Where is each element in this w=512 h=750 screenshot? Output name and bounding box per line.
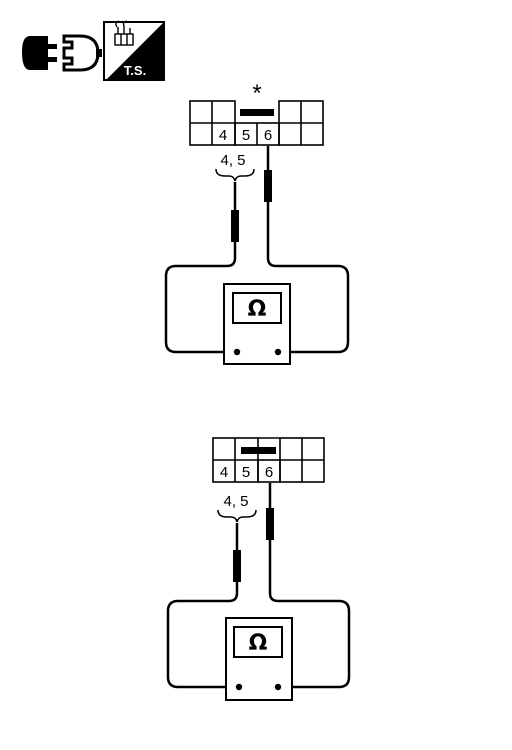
probe-tip — [264, 170, 272, 202]
test-lead — [164, 146, 350, 354]
meter-terminal — [233, 348, 241, 356]
meter-terminal — [274, 348, 282, 356]
ohmmeter: Ω — [223, 283, 291, 365]
terminal-label: 6 — [264, 127, 272, 144]
probe-tip — [231, 210, 239, 242]
ts-label: T.S. — [124, 63, 146, 78]
ohm-symbol: Ω — [248, 297, 267, 322]
ohm-symbol: Ω — [249, 631, 268, 656]
probe-group-label: 4, 5 — [223, 493, 248, 510]
measurement-diagram-2: 4 5 6 4, 5 Ω — [166, 437, 351, 701]
grouping-brace — [215, 168, 255, 182]
connector-lock-tab — [241, 447, 276, 454]
terminal-label: 5 — [242, 464, 250, 481]
measurement-diagram-1: * 4 5 6 4, 5 — [164, 80, 350, 365]
probe-tip — [266, 508, 274, 540]
harness-connector — [189, 100, 324, 146]
connector-disconnect-icon — [22, 34, 102, 72]
ohmmeter: Ω — [225, 617, 293, 701]
connector-lock-tab — [240, 109, 274, 116]
harness-connector-ts-icon: T.S. — [103, 20, 165, 81]
terminal-label: 4 — [219, 127, 227, 144]
test-lead — [166, 483, 351, 689]
probe-group-label: 4, 5 — [220, 152, 245, 169]
terminal-label: 4 — [220, 464, 228, 481]
grouping-brace — [217, 509, 257, 523]
terminal-label: 6 — [265, 464, 273, 481]
meter-terminal — [235, 683, 243, 691]
harness-connector — [212, 437, 325, 483]
terminal-label: 5 — [242, 127, 250, 144]
connector-marker: * — [252, 80, 261, 107]
meter-terminal — [274, 683, 282, 691]
probe-tip — [233, 550, 241, 582]
